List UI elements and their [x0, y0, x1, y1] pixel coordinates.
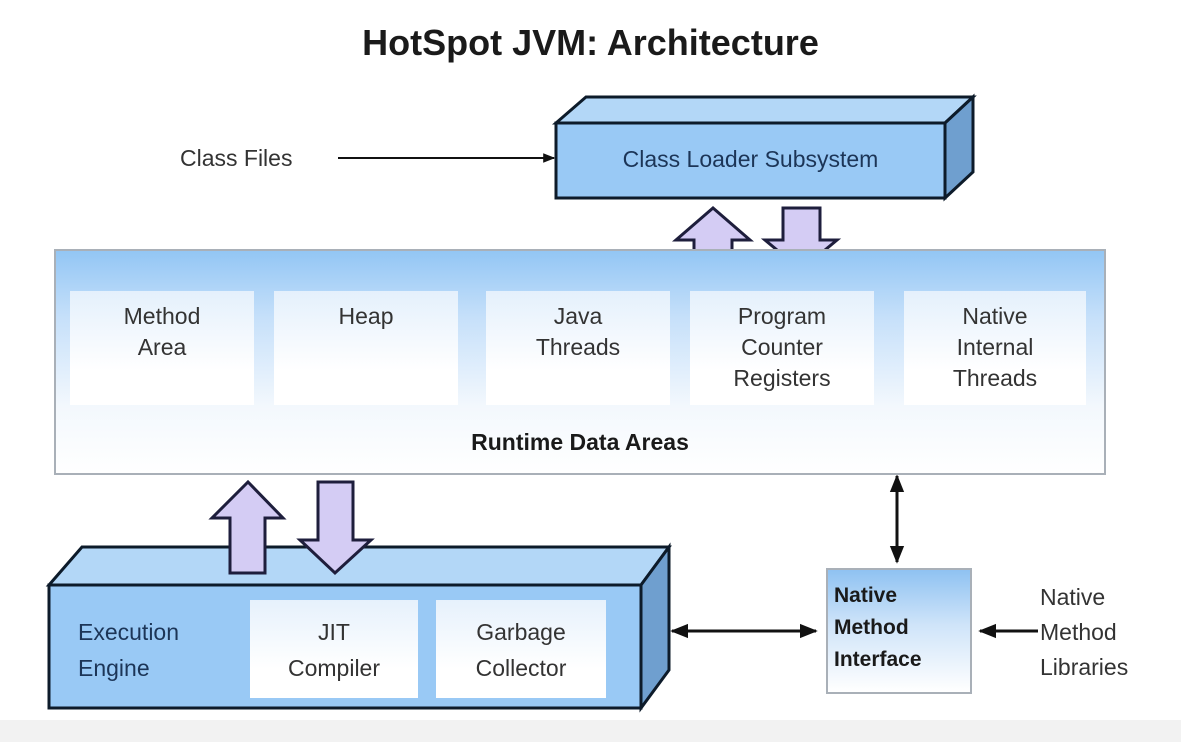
- diagram-title: HotSpot JVM: Architecture: [362, 22, 819, 63]
- method-area-box: Method Area: [70, 291, 254, 405]
- class-files-label: Class Files: [180, 145, 293, 171]
- jit-compiler-label: JIT Compiler: [287, 619, 381, 681]
- class-loader-box-3d: [551, 93, 977, 202]
- heap-box: Heap: [274, 291, 458, 405]
- native-method-libraries-label: Native Method Libraries: [1040, 584, 1129, 680]
- class-loader-subsystem-label: Class Loader Subsystem: [622, 146, 879, 172]
- native-method-interface-label: Native Method Interface: [834, 584, 922, 671]
- garbage-collector-label: Garbage Collector: [475, 619, 567, 681]
- java-threads-label: Java Threads: [535, 303, 621, 360]
- jit-compiler-box: JIT Compiler: [250, 600, 418, 698]
- native-internal-threads-label: Native Internal Threads: [952, 303, 1038, 391]
- execution-engine-label: Execution Engine: [78, 619, 180, 681]
- method-area-label: Method Area: [123, 303, 201, 360]
- block-arrow-up-to-runtime: [208, 479, 287, 575]
- program-counter-registers-label: Program Counter Registers: [733, 303, 831, 391]
- garbage-collector-box: Garbage Collector: [436, 600, 606, 698]
- block-arrow-down-to-execution: [296, 480, 375, 576]
- heap-label: Heap: [338, 303, 394, 329]
- diagram-canvas: HotSpot JVM: Architecture: [0, 0, 1181, 720]
- program-counter-registers-box: Program Counter Registers: [690, 291, 874, 405]
- java-threads-box: Java Threads: [486, 291, 670, 405]
- native-internal-threads-box: Native Internal Threads: [904, 291, 1086, 405]
- native-method-interface-box: Native Method Interface: [826, 568, 972, 694]
- runtime-data-areas: Method Area Heap Java Threads Program Co…: [54, 249, 1106, 475]
- runtime-data-areas-title: Runtime Data Areas: [471, 429, 689, 455]
